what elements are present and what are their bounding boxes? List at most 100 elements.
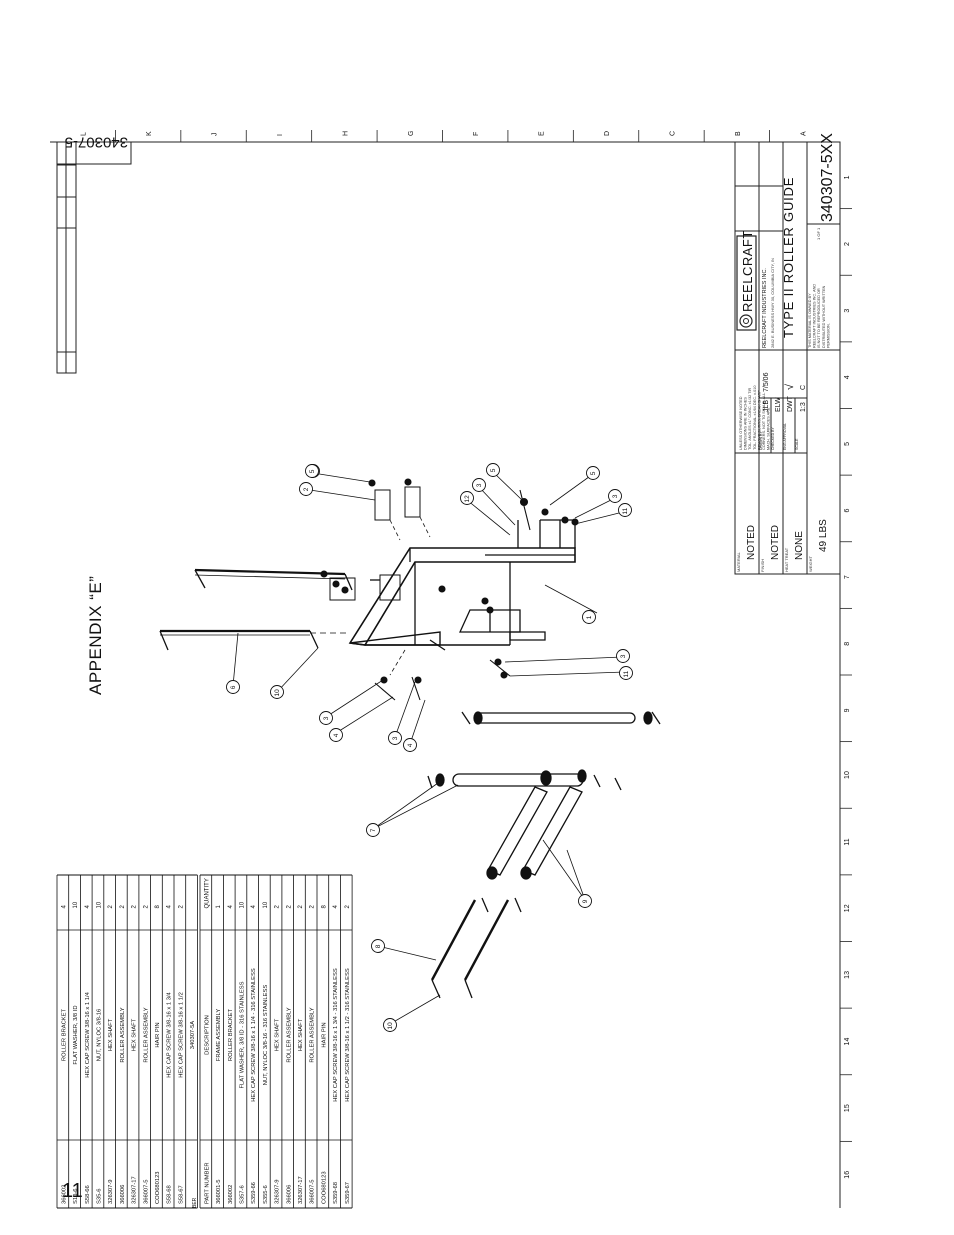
balloon-number: 3 <box>323 716 330 720</box>
bom-header-desc: DESCRIPTION <box>204 1015 210 1055</box>
tolerance-note-line: TOL. ANGLES ±1° CONC. ±1/32 TIR <box>748 387 752 450</box>
surface-finish-symbol: √ <box>784 383 796 390</box>
frame-assembly <box>329 486 576 651</box>
balloon-number: 5 <box>309 469 316 473</box>
balloon-number: 6 <box>230 685 237 689</box>
zone-letter: J <box>212 133 219 137</box>
tolerance-note-line: REMOVE BURRS, BREAK SHARP <box>757 390 761 450</box>
zone-number: 15 <box>844 1104 851 1112</box>
balloon-number: 11 <box>623 670 630 677</box>
bom-row-desc: HAIR PIN <box>155 1022 161 1047</box>
bom-row-desc: FRAME ASSEMBLY <box>216 1009 222 1062</box>
bom-row-desc: ROLLER BRACKET <box>228 1008 234 1061</box>
appendix-title: APPENDIX “E” <box>86 575 105 695</box>
bom-row-qty: 2 <box>108 905 114 909</box>
tolerance-note-line: CORNERS. NOT TO SCALE. ALL <box>762 393 766 450</box>
bom-header-part: PART NUMBER <box>204 1162 210 1204</box>
weight-value: 49 LBS <box>818 519 829 552</box>
roller-assembly-upper <box>461 711 661 725</box>
balloon-number: 7 <box>370 828 377 832</box>
bom-row-qty: 2 <box>310 905 316 909</box>
bom-row-part: S357-6 <box>239 1185 245 1204</box>
ownership-note-line: THIS MATERIAL IS OWNED BY <box>808 293 812 348</box>
balloon-circle <box>586 466 600 480</box>
balloon-circle <box>619 666 633 680</box>
scale-value: 1:3 <box>800 402 807 412</box>
zone-letter: E <box>539 131 546 136</box>
balloon-circle <box>578 894 592 908</box>
title-block <box>734 141 841 575</box>
bom-row-part: S58-68 <box>167 1185 173 1204</box>
zone-letter: B <box>735 131 742 136</box>
balloon-circle <box>319 711 333 725</box>
material-value: NOTED <box>746 525 757 560</box>
tolerance-note-line: TOL. FRACTIONAL ±1/64 DEC. ±.010 <box>753 385 757 450</box>
ownership-note-line: REELCRAFT INDUSTRIES INC. AND <box>813 284 817 348</box>
balloon-circle <box>329 728 343 742</box>
balloon-number: 11 <box>622 507 629 514</box>
balloon-number: 1 <box>586 615 593 619</box>
ownership-note-line: DISTRIBUTED WITHOUT WRITTEN <box>822 285 826 348</box>
bom-row-part: COO680123 <box>155 1171 161 1204</box>
balloon-number: 3 <box>392 736 399 740</box>
exploded-assembly-drawing <box>159 471 661 1025</box>
bom-row-part: S58-66 <box>85 1185 91 1204</box>
checked-by: ELW <box>775 397 782 412</box>
bom-row-part: S35-6 <box>96 1189 102 1204</box>
bom-row-desc: 340307-5A <box>190 1021 196 1049</box>
sheet-label: 1 OF 1 <box>816 227 821 240</box>
bom-row-part: S10-6 <box>73 1189 79 1204</box>
company-subtitle: REELCRAFT INDUSTRIES INC. <box>762 268 768 348</box>
zone-letter: K <box>146 131 153 136</box>
balloon-number: 3 <box>620 654 627 658</box>
zone-number: 3 <box>844 309 851 313</box>
hex-shafts-left <box>159 568 353 651</box>
balloon-circle <box>299 482 313 496</box>
bom-row-desc: HEX CAP SCREW 3/8-16 x 1 3/4 - 316 STAIN… <box>333 968 339 1102</box>
drawing-number-mirror: 340307-5 <box>65 134 128 151</box>
bom-row-part: 366002 <box>228 1185 234 1204</box>
zone-letter: G <box>408 131 415 136</box>
balloon-circle <box>403 738 417 752</box>
balloon-circle <box>383 1018 397 1032</box>
bom-row-part: 326307-9 <box>275 1180 281 1205</box>
weight-label: WEIGHT <box>808 555 813 572</box>
bom-row-desc: HEX CAP SCREW 3/8-16 x 1 1/4 - 316 STAIN… <box>251 968 257 1102</box>
bom-row-desc: NUT, NYLOC 3/8-16 - 316 STAINLESS <box>263 985 269 1086</box>
hex-shafts-diagonal <box>430 897 522 999</box>
balloon-circle <box>371 939 385 953</box>
balloon-circle <box>582 610 596 624</box>
zone-number: 2 <box>844 242 851 246</box>
bom-row-qty: 10 <box>73 901 79 908</box>
zone-number: 9 <box>844 708 851 712</box>
bom-row-qty: 4 <box>167 905 173 909</box>
zone-number: 10 <box>844 771 851 779</box>
checked-label: CHECKED BY <box>771 427 775 450</box>
bom-row-qty: 10 <box>239 901 245 908</box>
zone-number: 11 <box>844 838 851 845</box>
bom-row-qty: 2 <box>132 905 138 909</box>
eng-approval-label: ENG APPROVAL <box>783 423 787 450</box>
bom-row-qty: 10 <box>96 901 102 908</box>
eng-approval: DWT <box>787 395 794 412</box>
bom-row-qty: 2 <box>275 905 281 909</box>
bom-row-part: 326307-17 <box>298 1176 304 1204</box>
finish-value: NOTED <box>770 525 781 560</box>
bom-row-qty: 2 <box>143 905 149 909</box>
bom-row-part: S359-67 <box>345 1182 351 1204</box>
zone-letter: L <box>81 132 88 136</box>
scale-label: SCALE <box>795 438 799 450</box>
bom-row-part: S359-68 <box>333 1182 339 1204</box>
bom-row-part: 366001-5 <box>216 1180 222 1205</box>
zone-letter: I <box>277 134 284 136</box>
zone-letter: H <box>342 131 349 136</box>
balloon-number: 5 <box>490 468 497 472</box>
bom-row-desc: ROLLER ASSEMBLY <box>286 1007 292 1062</box>
zone-number: 5 <box>844 442 851 446</box>
balloon-number: 3 <box>476 483 483 487</box>
heat-treat-label: HEAT TREAT <box>784 547 789 572</box>
